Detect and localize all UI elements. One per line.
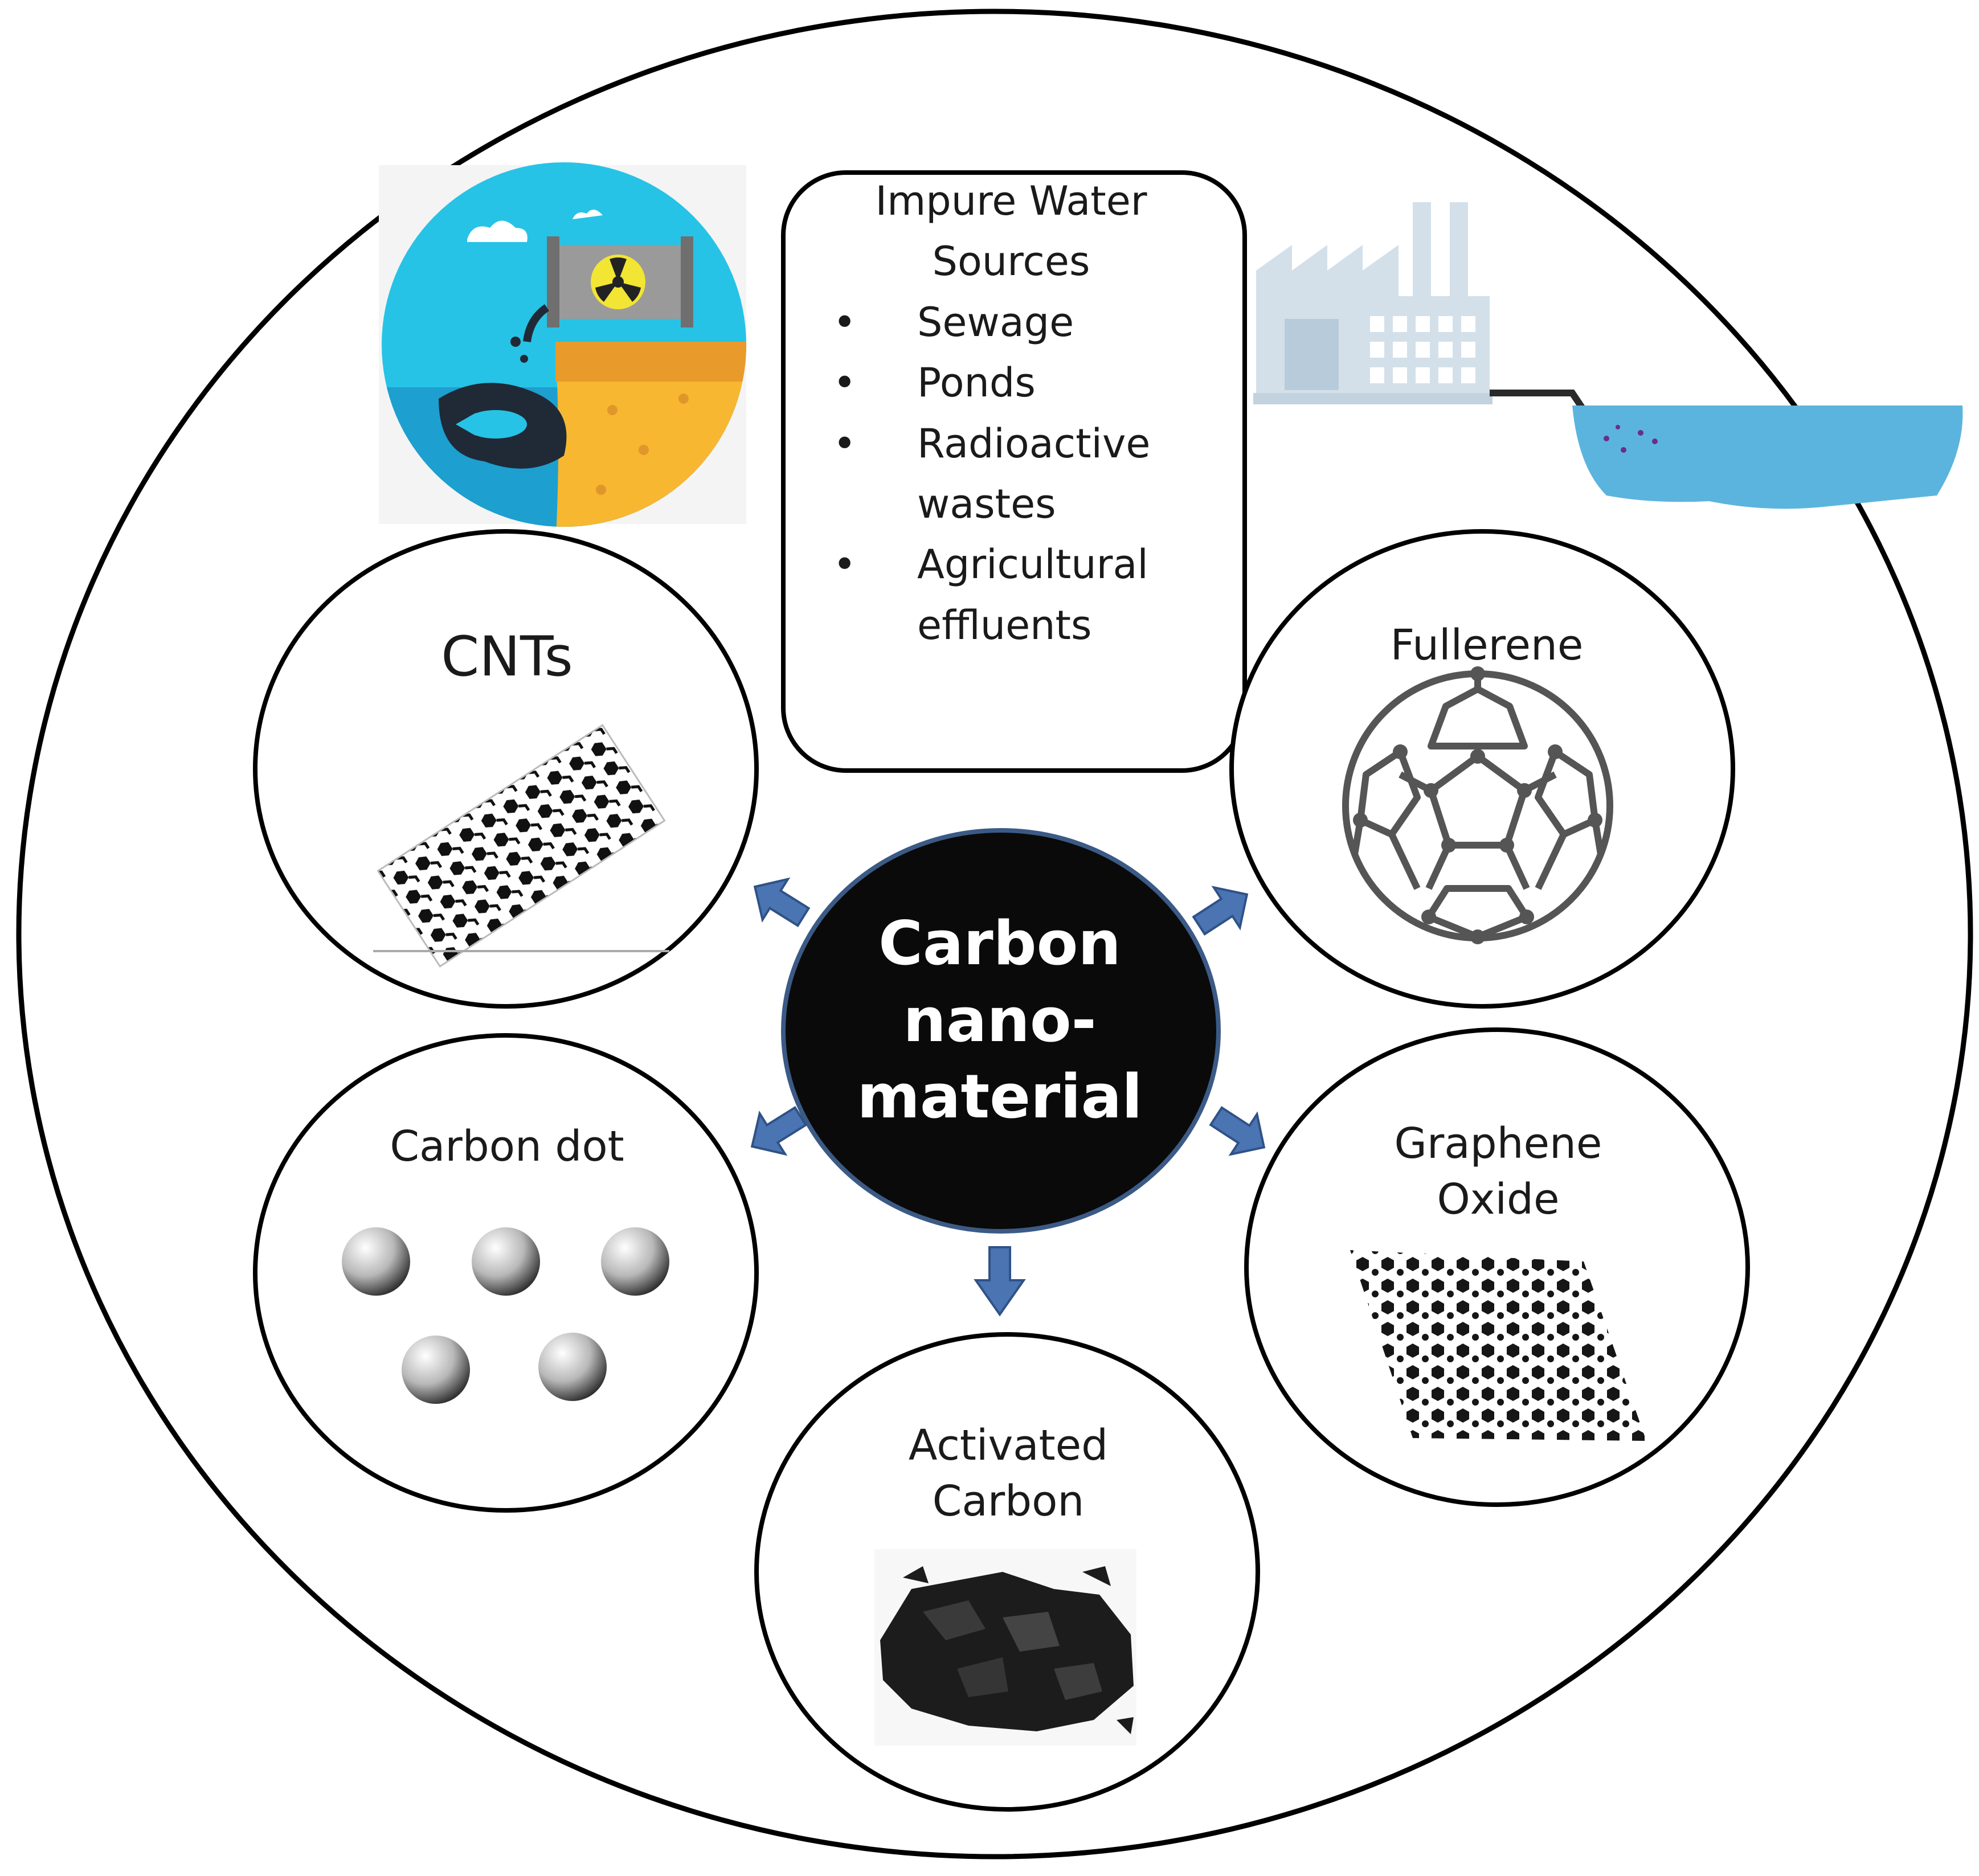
carbon-dot — [402, 1336, 470, 1404]
source-item-radioactive: Radioactive wastes — [780, 413, 1242, 535]
activated-carbon-label: Activated Carbon — [752, 1418, 1265, 1529]
arrows — [750, 877, 1266, 1317]
carbon-dot — [538, 1333, 607, 1401]
carbon-dot-label: Carbon dot — [390, 1122, 624, 1171]
center-circle — [781, 828, 1221, 1234]
activated-carbon-image — [874, 1549, 1136, 1746]
sources-list: Sewage Ponds Radioactive wastes Agricult… — [780, 292, 1242, 656]
carbon-dot — [601, 1227, 669, 1296]
arrow-to-fullerene — [1192, 886, 1249, 936]
carbon-dot — [472, 1227, 540, 1296]
fullerene-label: Fullerene — [1390, 621, 1584, 670]
source-item-ponds: Ponds — [780, 353, 1242, 413]
cnts-circle — [253, 529, 759, 1009]
center-line: nano- — [903, 985, 1097, 1055]
activated-carbon-line: Activated — [908, 1421, 1109, 1470]
cnts-label: CNTs — [441, 625, 573, 689]
arrow-to-carbon-dot — [750, 1105, 808, 1156]
outer-circle — [16, 9, 1973, 1859]
carbon-dot-spheres — [342, 1227, 669, 1404]
arrow-to-cnts — [753, 877, 811, 928]
source-item-sewage: Sewage — [780, 292, 1242, 353]
graphene-oxide-label: Graphene Oxide — [1242, 1116, 1755, 1227]
sources-heading-line: Impure Water — [875, 178, 1147, 224]
graphene-oxide-line: Graphene — [1394, 1119, 1602, 1168]
source-item-agricultural: Agricultural effluents — [780, 534, 1242, 656]
sources-heading-line: Sources — [932, 238, 1090, 285]
activated-carbon-line: Carbon — [932, 1476, 1085, 1526]
graphene-oxide-line: Oxide — [1437, 1174, 1560, 1224]
center-line: material — [857, 1062, 1143, 1132]
pollution-scene-icon — [379, 162, 746, 527]
graphene-sheet-image — [1350, 1250, 1646, 1441]
center-line: Carbon — [878, 908, 1121, 978]
impure-water-sources: Impure Water Sources Sewage Ponds Radioa… — [780, 171, 1242, 656]
carbon-dot — [342, 1227, 410, 1296]
fullerene-atoms — [1353, 666, 1602, 944]
factory-discharge-icon — [1253, 202, 1963, 509]
center-label: Carbon nano- material — [780, 906, 1219, 1136]
arrow-to-graphene-oxide — [1209, 1106, 1266, 1156]
nanotube-image — [377, 724, 666, 968]
fullerene-circle — [1229, 529, 1735, 1009]
arrow-to-activated-carbon — [974, 1246, 1026, 1317]
